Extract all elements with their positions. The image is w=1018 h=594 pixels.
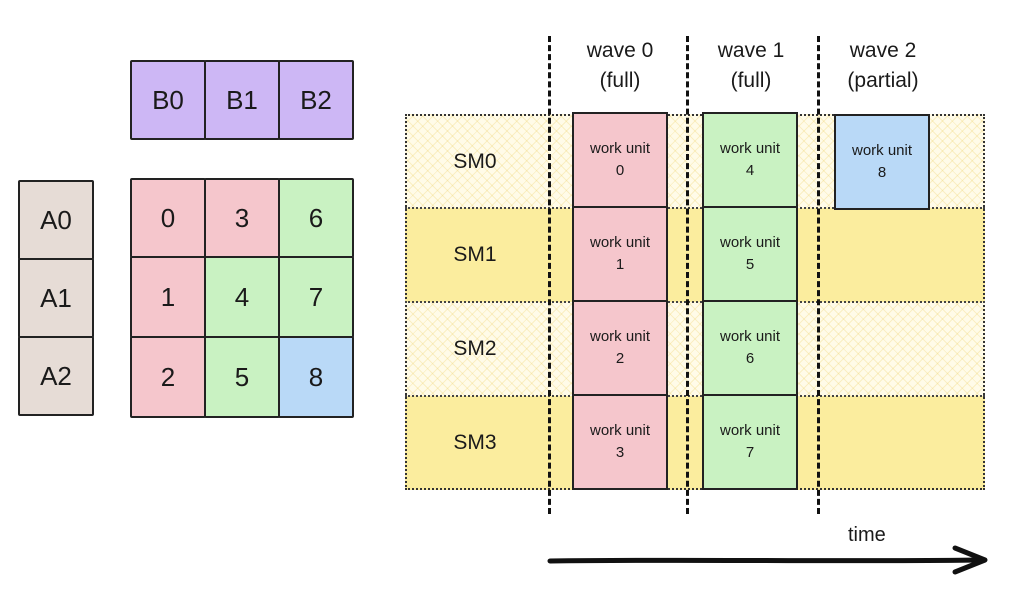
work-unit-label: work unit xyxy=(589,234,651,251)
work-unit-number: 0 xyxy=(615,162,625,179)
sm-row-1 xyxy=(405,208,985,302)
work-unit-label: work unit xyxy=(719,140,781,157)
work-unit-8: work unit 8 xyxy=(834,114,930,210)
work-unit-label: work unit xyxy=(719,422,781,439)
sm-row-3 xyxy=(405,396,985,490)
work-unit-number: 6 xyxy=(745,350,755,367)
wave-separator xyxy=(686,36,689,514)
wave-title-0: wave 0 (full) xyxy=(555,36,685,96)
work-unit-label: work unit xyxy=(589,140,651,157)
grid-cell-3: 3 xyxy=(204,178,280,258)
work-unit-label: work unit xyxy=(851,142,913,159)
grid-cell-4: 4 xyxy=(204,256,280,338)
grid-cell-7: 7 xyxy=(278,256,354,338)
work-unit-number: 2 xyxy=(615,350,625,367)
sm-label-1: SM1 xyxy=(453,243,497,266)
sm-label-2: SM2 xyxy=(453,337,497,360)
work-unit-number: 5 xyxy=(745,256,755,273)
wave-name: wave 0 xyxy=(586,39,654,62)
a-tile-0: A0 xyxy=(18,180,94,260)
work-unit-label: work unit xyxy=(719,328,781,345)
b-tile-1: B1 xyxy=(204,60,280,140)
work-unit-number: 8 xyxy=(877,164,887,181)
row-divider xyxy=(405,395,985,397)
wave-status: (full) xyxy=(730,69,772,92)
wave-title-1: wave 1 (full) xyxy=(686,36,816,96)
work-unit-2: work unit 2 xyxy=(572,300,668,396)
time-label: time xyxy=(848,524,886,546)
work-unit-number: 7 xyxy=(745,444,755,461)
work-unit-5: work unit 5 xyxy=(702,206,798,302)
work-unit-label: work unit xyxy=(719,234,781,251)
sm-label-3: SM3 xyxy=(453,431,497,454)
work-unit-0: work unit 0 xyxy=(572,112,668,208)
work-unit-label: work unit xyxy=(589,422,651,439)
b-tile-2: B2 xyxy=(278,60,354,140)
sm-row-2 xyxy=(405,302,985,396)
work-unit-number: 4 xyxy=(745,162,755,179)
wave-title-2: wave 2 (partial) xyxy=(818,36,948,96)
grid-cell-2: 2 xyxy=(130,336,206,418)
work-unit-label: work unit xyxy=(589,328,651,345)
time-arrow-icon xyxy=(547,545,988,575)
row-divider xyxy=(405,207,985,209)
grid-cell-6: 6 xyxy=(278,178,354,258)
work-unit-4: work unit 4 xyxy=(702,112,798,208)
a-tile-2: A2 xyxy=(18,336,94,416)
work-unit-number: 1 xyxy=(615,256,625,273)
wave-status: (full) xyxy=(599,69,641,92)
wave-name: wave 1 xyxy=(717,39,785,62)
work-unit-6: work unit 6 xyxy=(702,300,798,396)
grid-cell-0: 0 xyxy=(130,178,206,258)
b-tile-0: B0 xyxy=(130,60,206,140)
work-unit-1: work unit 1 xyxy=(572,206,668,302)
wave-status: (partial) xyxy=(847,69,919,92)
grid-cell-8: 8 xyxy=(278,336,354,418)
work-unit-3: work unit 3 xyxy=(572,394,668,490)
row-divider xyxy=(405,301,985,303)
wave-separator xyxy=(817,36,820,514)
wave-separator xyxy=(548,36,551,514)
sm-label-0: SM0 xyxy=(453,150,497,173)
wave-name: wave 2 xyxy=(849,39,917,62)
work-unit-7: work unit 7 xyxy=(702,394,798,490)
a-tile-1: A1 xyxy=(18,258,94,338)
work-unit-number: 3 xyxy=(615,444,625,461)
grid-cell-1: 1 xyxy=(130,256,206,338)
grid-cell-5: 5 xyxy=(204,336,280,418)
